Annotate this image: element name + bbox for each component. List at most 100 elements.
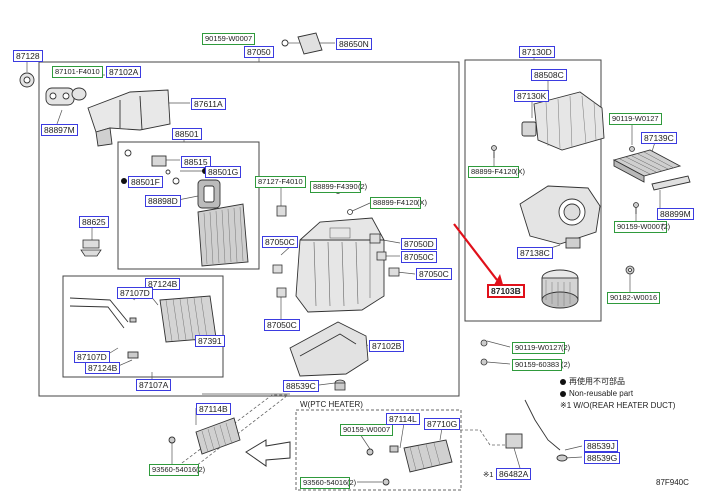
quantity-text: (2) (661, 222, 671, 231)
part-label: 86482A (496, 468, 532, 480)
part-label: 88539G (584, 452, 621, 464)
filter-icon (612, 149, 682, 183)
part-label: 87124B (85, 362, 121, 374)
fastener-label: 90159-W0007 (202, 33, 256, 45)
part-label: 87611A (191, 98, 226, 110)
part-label: 87114B (196, 403, 231, 415)
duct-icon (87, 89, 171, 147)
heater-core-subframe (62, 275, 224, 378)
part-label: 88897M (41, 124, 78, 136)
legend-text: Non-reusable part (569, 389, 634, 398)
legend-non-reusable-jp: 再使用不可部品 (560, 377, 625, 387)
legend-non-reusable-en: Non-reusable part (560, 389, 633, 399)
part-label: 88515 (181, 156, 211, 168)
part-label: 87139C (641, 132, 677, 144)
duct-grille-icon (168, 417, 241, 455)
part-label: 87050C (416, 268, 452, 280)
fastener-label: 87127-F4010 (255, 176, 306, 188)
part-label: 87114L (386, 413, 420, 425)
legend-marker-icon (560, 378, 566, 385)
fastener-label: 93560-54016 (300, 477, 351, 489)
drain-hose-icon (505, 399, 568, 462)
fastener-label: 90119-W0127 (512, 342, 565, 354)
diagram-code: 87F940C (656, 478, 689, 487)
blower-case-icon (521, 91, 605, 151)
part-label: 88539J (584, 440, 618, 452)
fastener-label: 90159-60383 (512, 359, 563, 371)
part-label: 87391 (195, 335, 225, 347)
highlight-arrow (453, 223, 504, 288)
ptc-leader (460, 429, 512, 446)
part-label: 87050 (244, 46, 274, 58)
part-label: 88501G (205, 166, 242, 178)
part-label: 88625 (79, 216, 109, 228)
part-label: 87050C (262, 236, 298, 248)
part-label: 87050C (401, 251, 437, 263)
part-label: 88501F (128, 176, 163, 188)
quantity-text: (2) (196, 465, 206, 474)
expansion-valve-icon (124, 149, 180, 185)
blower-lower-case-icon (519, 185, 601, 249)
grommet-icon (334, 379, 346, 391)
non-reusable-marker (121, 178, 127, 184)
quantity-text: (2) (347, 478, 357, 487)
quantity-text: (X) (515, 167, 525, 176)
part-label: 88501 (172, 128, 202, 140)
part-label: 87138C (517, 247, 553, 259)
fastener-label: 93560-54016 (149, 464, 200, 476)
sensor-icon (80, 239, 102, 257)
screw-icon (491, 145, 639, 214)
ptc-heater-header: W(PTC HEATER) (300, 400, 363, 409)
heater-core-icon (69, 295, 217, 359)
direction-arrow-icon (245, 439, 291, 467)
nut-icon (625, 265, 635, 275)
part-label: 88650N (336, 38, 372, 50)
hvac-housing-icon (295, 217, 385, 313)
quantity-text: (2) (561, 343, 571, 352)
fastener-label: 88899-F4120 (370, 197, 421, 209)
fastener-label: 87101-F4010 (52, 66, 103, 78)
screw-icon (480, 339, 488, 366)
part-label: 87050C (264, 319, 300, 331)
bracket-icon (281, 32, 323, 55)
part-label: 87102B (369, 340, 405, 352)
evaporator-subframe (117, 141, 260, 270)
part-label: 87128 (13, 50, 43, 62)
part-label: 87710G (424, 418, 461, 430)
lower-duct-icon (289, 321, 369, 377)
part-label: 88899M (657, 208, 694, 220)
ptc-heater-frame (295, 409, 462, 491)
part-label: 88508C (531, 69, 567, 81)
quantity-text: (2) (358, 182, 368, 191)
note-marker: ※1 (483, 470, 494, 479)
blower-motor-icon (541, 269, 579, 309)
fastener-label: 90119-W0127 (609, 113, 662, 125)
quantity-text: (2) (561, 360, 571, 369)
fastener-label: 90182-W0016 (607, 292, 661, 304)
part-label: 87102A (106, 66, 142, 78)
clip-icon (272, 188, 400, 298)
quantity-text: (X) (417, 198, 427, 207)
fastener-label: 88899-F4120 (468, 166, 519, 178)
legend-marker-icon (560, 390, 566, 397)
highlighted-part-label[interactable]: 87103B (487, 284, 525, 298)
legend-text: 再使用不可部品 (569, 377, 625, 386)
part-label: 87130D (519, 46, 555, 58)
filter-cover-icon (651, 175, 691, 191)
fastener-label: 90159-W0007 (614, 221, 668, 233)
part-label: 88898D (145, 195, 181, 207)
evaporator-icon (197, 179, 249, 267)
part-label: 87130K (514, 90, 550, 102)
blower-frame (464, 59, 602, 322)
part-label: 88539C (283, 380, 319, 392)
fastener-label: 88899-F4390 (310, 181, 361, 193)
part-label: 87124B (145, 278, 181, 290)
part-label: 87107D (117, 287, 153, 299)
part-label: 87107A (136, 379, 172, 391)
gasket-icon (19, 72, 87, 106)
legend-note: ※1 W/O(REAR HEATER DUCT) (560, 401, 676, 410)
part-label: 87050D (401, 238, 437, 250)
fastener-label: 90159-W0007 (340, 424, 394, 436)
ptc-heater-icon (366, 439, 453, 486)
